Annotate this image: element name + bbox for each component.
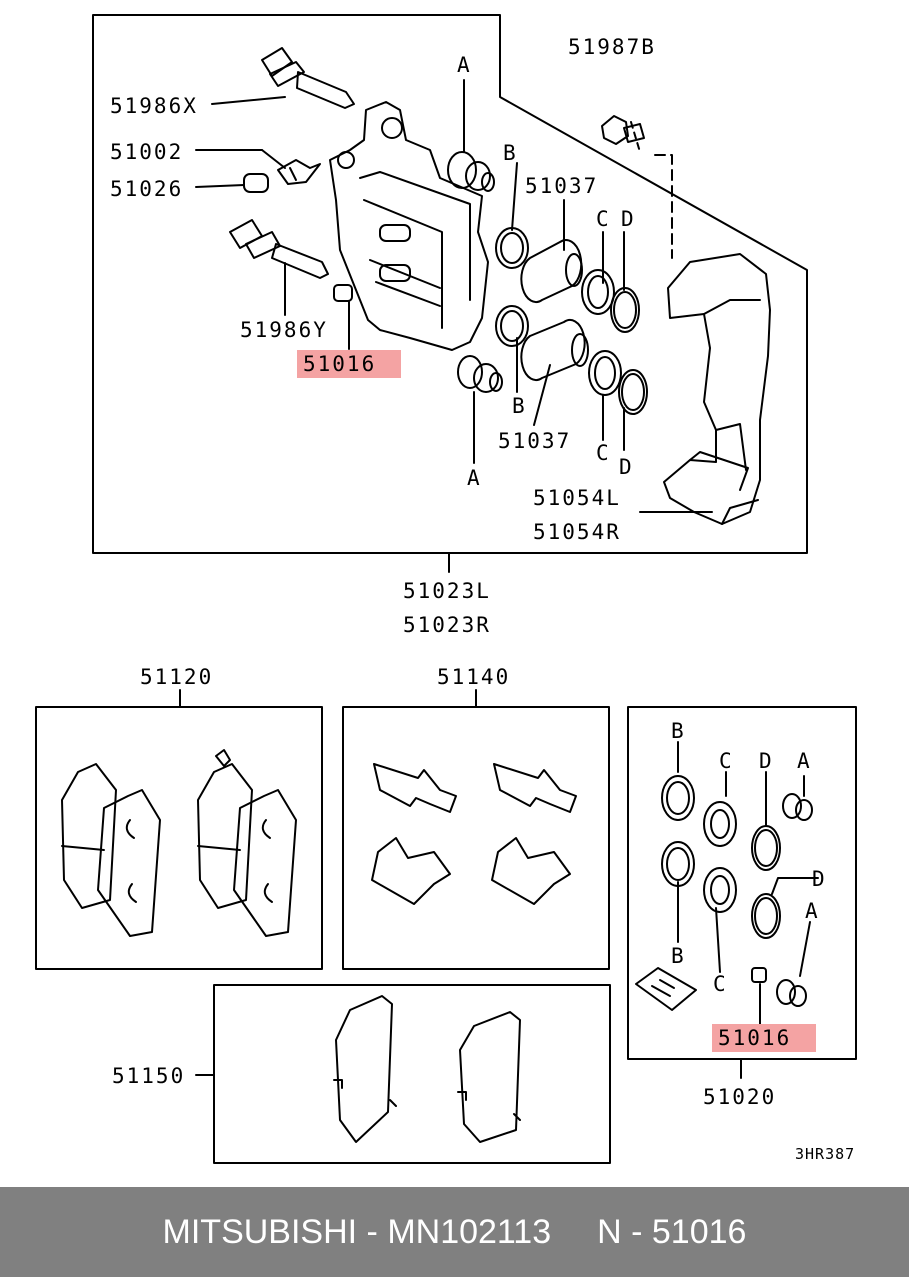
callout-d: D (812, 867, 827, 891)
pad-clip-icon (491, 763, 577, 905)
part-label-51140: 51140 (437, 665, 511, 689)
piston-seal-icon (495, 227, 640, 333)
shim-icon (457, 1011, 521, 1143)
callout-b: B (512, 394, 527, 418)
callout-c: C (596, 441, 611, 465)
part-label-51150: 51150 (112, 1064, 186, 1088)
figure-code: 3HR387 (795, 1145, 856, 1163)
boot-icon (447, 151, 495, 192)
part-label-51054l: 51054L (533, 486, 621, 510)
screw-icon (277, 159, 321, 185)
caliper-assembly-frame (92, 14, 808, 554)
boot-icon (457, 355, 503, 393)
part-label-51037-lower: 51037 (498, 429, 572, 453)
diagram-reference: N - 51016 (597, 1212, 747, 1251)
callout-b: B (671, 719, 686, 743)
part-label-51016-kit-highlight: 51016 (712, 1024, 816, 1052)
part-label-51054r: 51054R (533, 520, 621, 544)
part-label-51987b: 51987B (568, 35, 656, 59)
parts-diagram (35, 14, 857, 1164)
clips-box (342, 706, 610, 970)
callout-c: C (596, 207, 611, 231)
callout-d: D (759, 749, 774, 773)
callout-a: A (797, 749, 812, 773)
part-label-51016-highlight: 51016 (297, 350, 401, 378)
part-label-51002: 51002 (110, 140, 184, 164)
guide-pin-x-icon (261, 47, 355, 109)
guide-pin-y-icon (229, 219, 329, 279)
callout-a: A (457, 53, 472, 77)
part-label-51120: 51120 (140, 665, 214, 689)
part-label-51037-upper: 51037 (525, 174, 599, 198)
shim-icon (333, 995, 397, 1143)
part-label-51020: 51020 (703, 1085, 777, 1109)
callout-a: A (805, 899, 820, 923)
caliper-body-icon (329, 101, 489, 351)
callout-b: B (671, 944, 686, 968)
callout-a: A (467, 466, 482, 490)
pad-clip-icon (371, 763, 457, 905)
shims-box (213, 984, 611, 1164)
part-label-51023l: 51023L (403, 579, 491, 603)
bolt-icon (601, 115, 645, 145)
piston-seal-icon (495, 305, 648, 415)
part-label-51023r: 51023R (403, 613, 491, 637)
part-label-51986y: 51986Y (240, 318, 328, 342)
brake-pad-icon (61, 763, 161, 937)
footer-bar: MITSUBISHI - MN102113 N - 51016 (0, 1187, 909, 1277)
part-label-51986x: 51986X (110, 94, 198, 118)
callout-c: C (719, 749, 734, 773)
cap-icon (243, 173, 269, 193)
callout-b: B (503, 141, 518, 165)
seal-kit-parts-icon (635, 775, 813, 1011)
callout-d: D (619, 455, 634, 479)
pads-box (35, 706, 323, 970)
caliper-bracket-icon (663, 253, 771, 525)
bushing-icon (333, 284, 353, 302)
callout-d: D (621, 207, 636, 231)
part-label-51026: 51026 (110, 177, 184, 201)
brake-pad-icon (197, 749, 297, 937)
callout-c: C (713, 972, 728, 996)
brand-part-number: MITSUBISHI - MN102113 (162, 1212, 552, 1251)
